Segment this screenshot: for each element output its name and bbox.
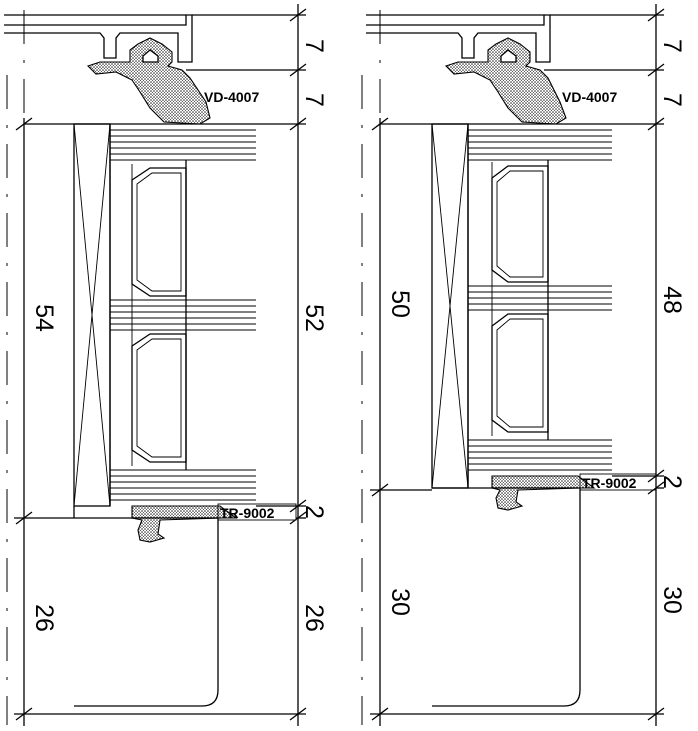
right-dim-2: 2 [300,505,328,519]
top-frame-profile [4,14,193,63]
right-dim-7a: 7 [300,39,328,53]
brace-b [73,123,111,507]
brace-b [431,123,469,489]
top-frame [4,14,187,26]
right-fins-bottom [468,439,612,471]
tick [647,481,665,495]
tick [289,63,307,77]
right-dim-7b: 7 [658,93,686,107]
tick [647,63,665,77]
vd-4007-label: VD-4007 [562,89,617,105]
left-fins-bottom [110,469,256,501]
right-chamber-upper-outer [491,165,549,283]
tick [371,483,389,497]
right-dim-48: 48 [658,286,686,314]
left-fins-mid [110,299,256,331]
tr-9002-label: TR-9002 [582,475,637,491]
top-frame-profile [366,14,551,63]
vd-4007-label: VD-4007 [204,89,259,105]
right-dim-30: 30 [658,586,686,614]
gasket-hollow [500,49,517,63]
tick [289,8,307,22]
tr-9002-gasket [131,505,238,543]
left-chamber-lower-outer [131,333,187,463]
left-chamber-upper-outer [131,167,187,297]
tick [289,511,307,525]
right-dim-7b: 7 [300,93,328,107]
right-chamber-lower-outer [491,313,549,433]
right-dim-2: 2 [658,475,686,489]
tick [647,117,665,131]
vd-4007-gasket [86,37,211,125]
right-section: VD-4007 [361,4,686,726]
right-chamber-upper-inner [496,170,544,278]
right-dim-7a: 7 [658,39,686,53]
left-dim-30: 30 [386,588,414,616]
left-fins-top [110,129,256,161]
right-dim-52: 52 [300,304,328,332]
tick [15,117,33,131]
left-dim-26: 26 [30,604,58,632]
vd-4007-gasket [444,37,567,125]
left-lower-panel [74,517,219,707]
right-fins-top [468,129,612,161]
right-dim-26: 26 [300,604,328,632]
right-chamber-lower-inner [496,318,544,428]
tick [289,117,307,131]
tick [647,469,665,483]
left-dim-50: 50 [386,290,414,318]
tick [647,707,665,721]
right-fins-mid [468,285,612,311]
right-lower-panel [432,487,581,707]
tick [15,511,33,525]
left-chamber-upper-inner [136,172,182,292]
tr-9002-tag [217,503,297,521]
left-chamber-lower-inner [136,338,182,458]
tick [371,117,389,131]
tick [647,8,665,22]
left-dim-54: 54 [30,304,58,332]
tick [289,707,307,721]
top-frame [366,14,545,26]
tick [289,499,307,513]
tr-9002-label: TR-9002 [220,505,275,521]
gasket-hollow [142,49,159,63]
left-section: VD-4007 [4,4,328,726]
tr-9002-gasket [491,475,596,511]
